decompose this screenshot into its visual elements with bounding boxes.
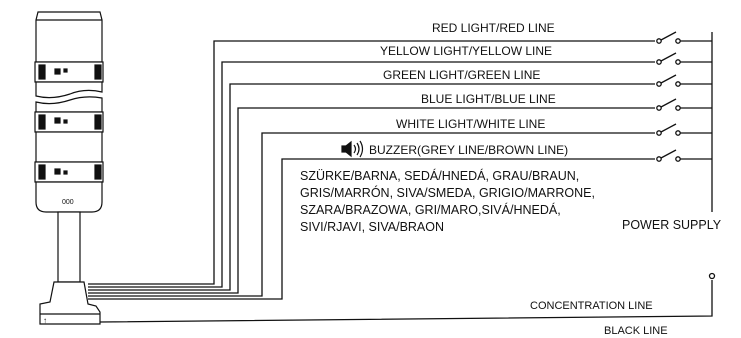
wire-yellow bbox=[88, 61, 655, 288]
switches bbox=[656, 31, 716, 280]
label-green-line: GREEN LIGHT/GREEN LINE bbox=[383, 68, 540, 82]
translation-line-2: GRIS/MARRÓN, SIVA/SMEDA, GRIGIO/MARRONE, bbox=[300, 185, 595, 200]
buzzer-color-translations: SZÜRKE/BARNA, SEDÁ/HNEDÁ, GRAU/BRAUN, GR… bbox=[300, 168, 595, 234]
svg-text:↑: ↑ bbox=[43, 316, 47, 325]
tower-middle-module bbox=[35, 131, 103, 163]
tower-label: 000 bbox=[62, 199, 74, 206]
label-yellow-line: YELLOW LIGHT/YELLOW LINE bbox=[380, 44, 552, 58]
tower-base bbox=[39, 281, 101, 325]
switch-buzzer bbox=[656, 149, 712, 162]
label-buzzer-line: BUZZER(GREY LINE/BROWN LINE) bbox=[369, 143, 568, 157]
wire-green bbox=[88, 83, 655, 291]
label-red-line: RED LIGHT/RED LINE bbox=[432, 21, 555, 35]
wire-white bbox=[88, 132, 655, 297]
switch-white bbox=[656, 123, 712, 136]
tower-pole bbox=[57, 211, 81, 283]
tower-break-lower bbox=[35, 96, 103, 113]
translation-line-4: SIVI/RJAVI, SIVA/BRAON bbox=[300, 220, 444, 234]
label-white-line: WHITE LIGHT/WHITE LINE bbox=[396, 117, 545, 131]
signal-tower bbox=[34, 11, 104, 325]
wire-blue bbox=[88, 107, 655, 294]
tower-break-upper bbox=[35, 81, 103, 99]
switch-blue bbox=[656, 98, 712, 111]
wire-buzzer bbox=[88, 158, 655, 300]
translation-line-3: SZARA/BRAZOWA, GRI/MARO,SIVÁ/HNEDÁ, bbox=[300, 202, 561, 217]
power-supply-label: POWER SUPPLY bbox=[622, 218, 722, 232]
concentration-line-label: CONCENTRATION LINE bbox=[530, 300, 653, 312]
wire-black bbox=[99, 280, 713, 323]
translation-line-1: SZÜRKE/BARNA, SEDÁ/HNEDÁ, GRAU/BRAUN, bbox=[300, 168, 579, 183]
buzzer-icon bbox=[341, 140, 364, 158]
tower-bottom-module bbox=[35, 181, 103, 213]
switch-yellow bbox=[656, 52, 712, 65]
black-line-label: BLACK LINE bbox=[604, 325, 668, 337]
switch-green bbox=[656, 74, 712, 87]
wire-red bbox=[88, 40, 655, 285]
label-blue-line: BLUE LIGHT/BLUE LINE bbox=[421, 92, 556, 106]
switch-concentration bbox=[708, 272, 716, 280]
switch-red bbox=[656, 31, 712, 44]
wires bbox=[88, 32, 713, 323]
